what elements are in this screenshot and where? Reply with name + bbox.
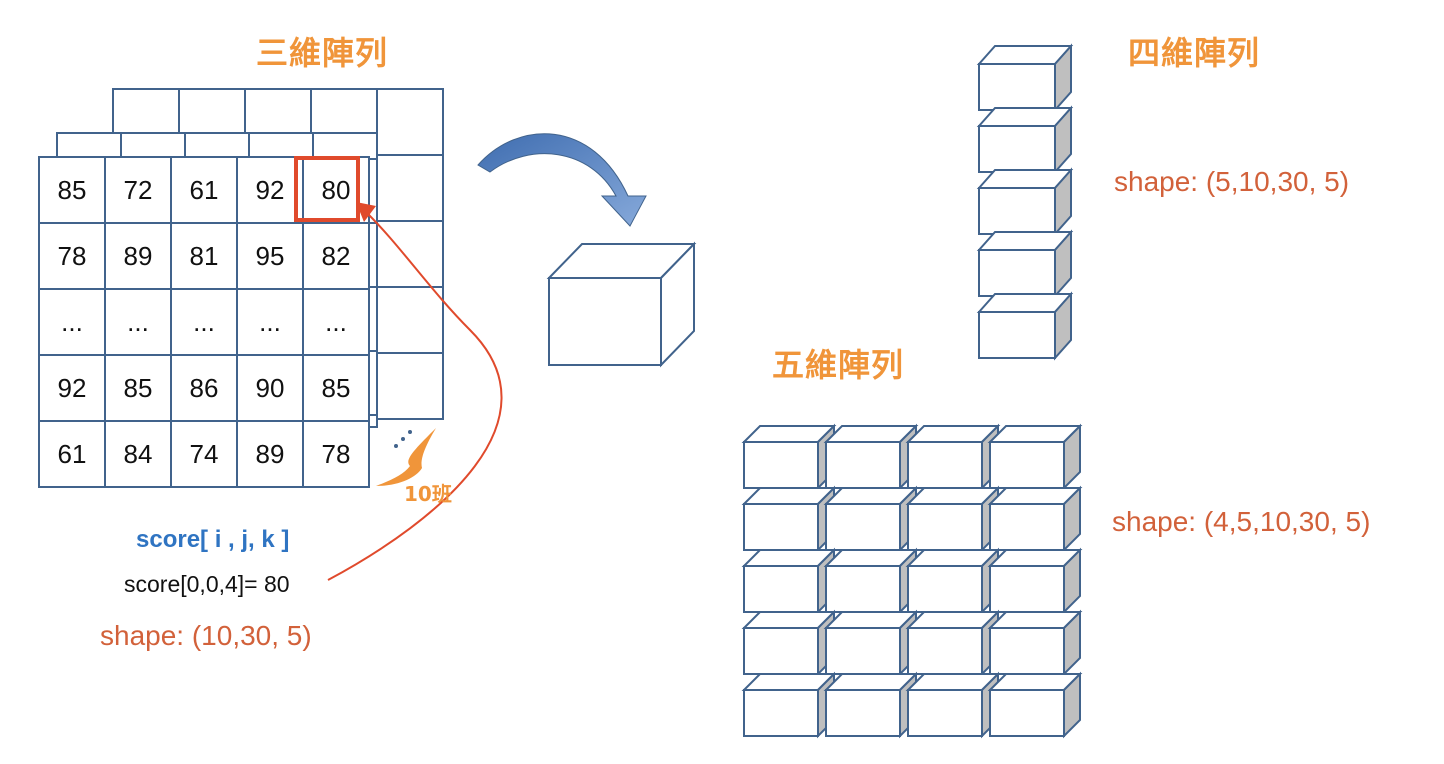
cube-icon — [987, 485, 1083, 553]
cube-icon — [741, 547, 837, 615]
grid-cell: 85 — [302, 354, 370, 422]
index-arrow-icon — [327, 209, 503, 581]
grid-cell: 95 — [236, 222, 304, 290]
grid-cell: 81 — [170, 222, 238, 290]
shape-5d: shape: (4,5,10,30, 5) — [1112, 506, 1371, 537]
table-row: ... ... ... ... ... — [38, 288, 370, 356]
table-row: 61 84 74 89 78 — [38, 420, 370, 488]
grid-cell: ... — [104, 288, 172, 356]
highlight-box — [294, 156, 360, 222]
cube-icon — [823, 547, 919, 615]
grid-cell: 74 — [170, 420, 238, 488]
cube-icon — [976, 167, 1074, 237]
grid-cell: 82 — [302, 222, 370, 290]
depth-brace-icon — [376, 428, 436, 486]
cube-icon — [987, 671, 1083, 739]
title-3d-array: 三維陣列 — [256, 34, 389, 72]
grid-cell: 61 — [38, 420, 106, 488]
cube-icon — [823, 485, 919, 553]
single-cube-icon — [546, 241, 697, 368]
grid-cell: 85 — [38, 156, 106, 224]
cube-icon — [741, 485, 837, 553]
cube-icon — [976, 43, 1074, 113]
grid-cell: 61 — [170, 156, 238, 224]
grid-cell: 78 — [302, 420, 370, 488]
cube-icon — [987, 547, 1083, 615]
score-grid-front: 85 72 61 92 80 78 89 81 95 82 ... ... ..… — [38, 156, 370, 488]
cube-icon — [823, 671, 919, 739]
cube-icon — [905, 485, 1001, 553]
grid-cell: 84 — [104, 420, 172, 488]
table-row: 92 85 86 90 85 — [38, 354, 370, 422]
table-row: 85 72 61 92 80 — [38, 156, 370, 224]
grid-cell: 89 — [236, 420, 304, 488]
grid-cell: ... — [302, 288, 370, 356]
grid-cell: 78 — [38, 222, 106, 290]
depth-label: 10班 — [404, 482, 452, 506]
cube-icon — [741, 671, 837, 739]
cube-icon — [823, 609, 919, 677]
cube-icon — [987, 423, 1083, 491]
cube-icon — [905, 609, 1001, 677]
shape-4d: shape: (5,10,30, 5) — [1114, 166, 1350, 197]
grid-cell: 90 — [236, 354, 304, 422]
grid-cell: 85 — [104, 354, 172, 422]
cube-icon — [741, 423, 837, 491]
cube-icon — [741, 609, 837, 677]
grid-cell: 92 — [236, 156, 304, 224]
grid-cell: ... — [38, 288, 106, 356]
cube-icon — [976, 105, 1074, 175]
shape-3d: shape: (10,30, 5) — [100, 620, 312, 651]
grid-cell: ... — [236, 288, 304, 356]
stack-4d — [976, 43, 1074, 361]
cube-icon — [905, 547, 1001, 615]
grid-cell: 86 — [170, 354, 238, 422]
title-5d-array: 五維陣列 — [772, 346, 905, 384]
grid-cell: 72 — [104, 156, 172, 224]
cube-icon — [976, 291, 1074, 361]
index-arrowhead-icon — [356, 202, 376, 222]
cube-icon — [976, 229, 1074, 299]
cube-icon — [987, 609, 1083, 677]
transform-arrow-icon — [477, 133, 647, 227]
cube-icon — [823, 423, 919, 491]
index-notation: score[ i , j, k ] — [136, 526, 290, 553]
grid-cell: 92 — [38, 354, 106, 422]
stack-5d — [741, 423, 1083, 739]
table-row: 78 89 81 95 82 — [38, 222, 370, 290]
title-4d-array: 四維陣列 — [1128, 34, 1261, 72]
grid-cell: 89 — [104, 222, 172, 290]
cube-icon — [905, 671, 1001, 739]
depth-ellipsis-icon — [394, 430, 412, 448]
grid-cell: ... — [170, 288, 238, 356]
cube-icon — [905, 423, 1001, 491]
index-example: score[0,0,4]= 80 — [124, 571, 290, 597]
